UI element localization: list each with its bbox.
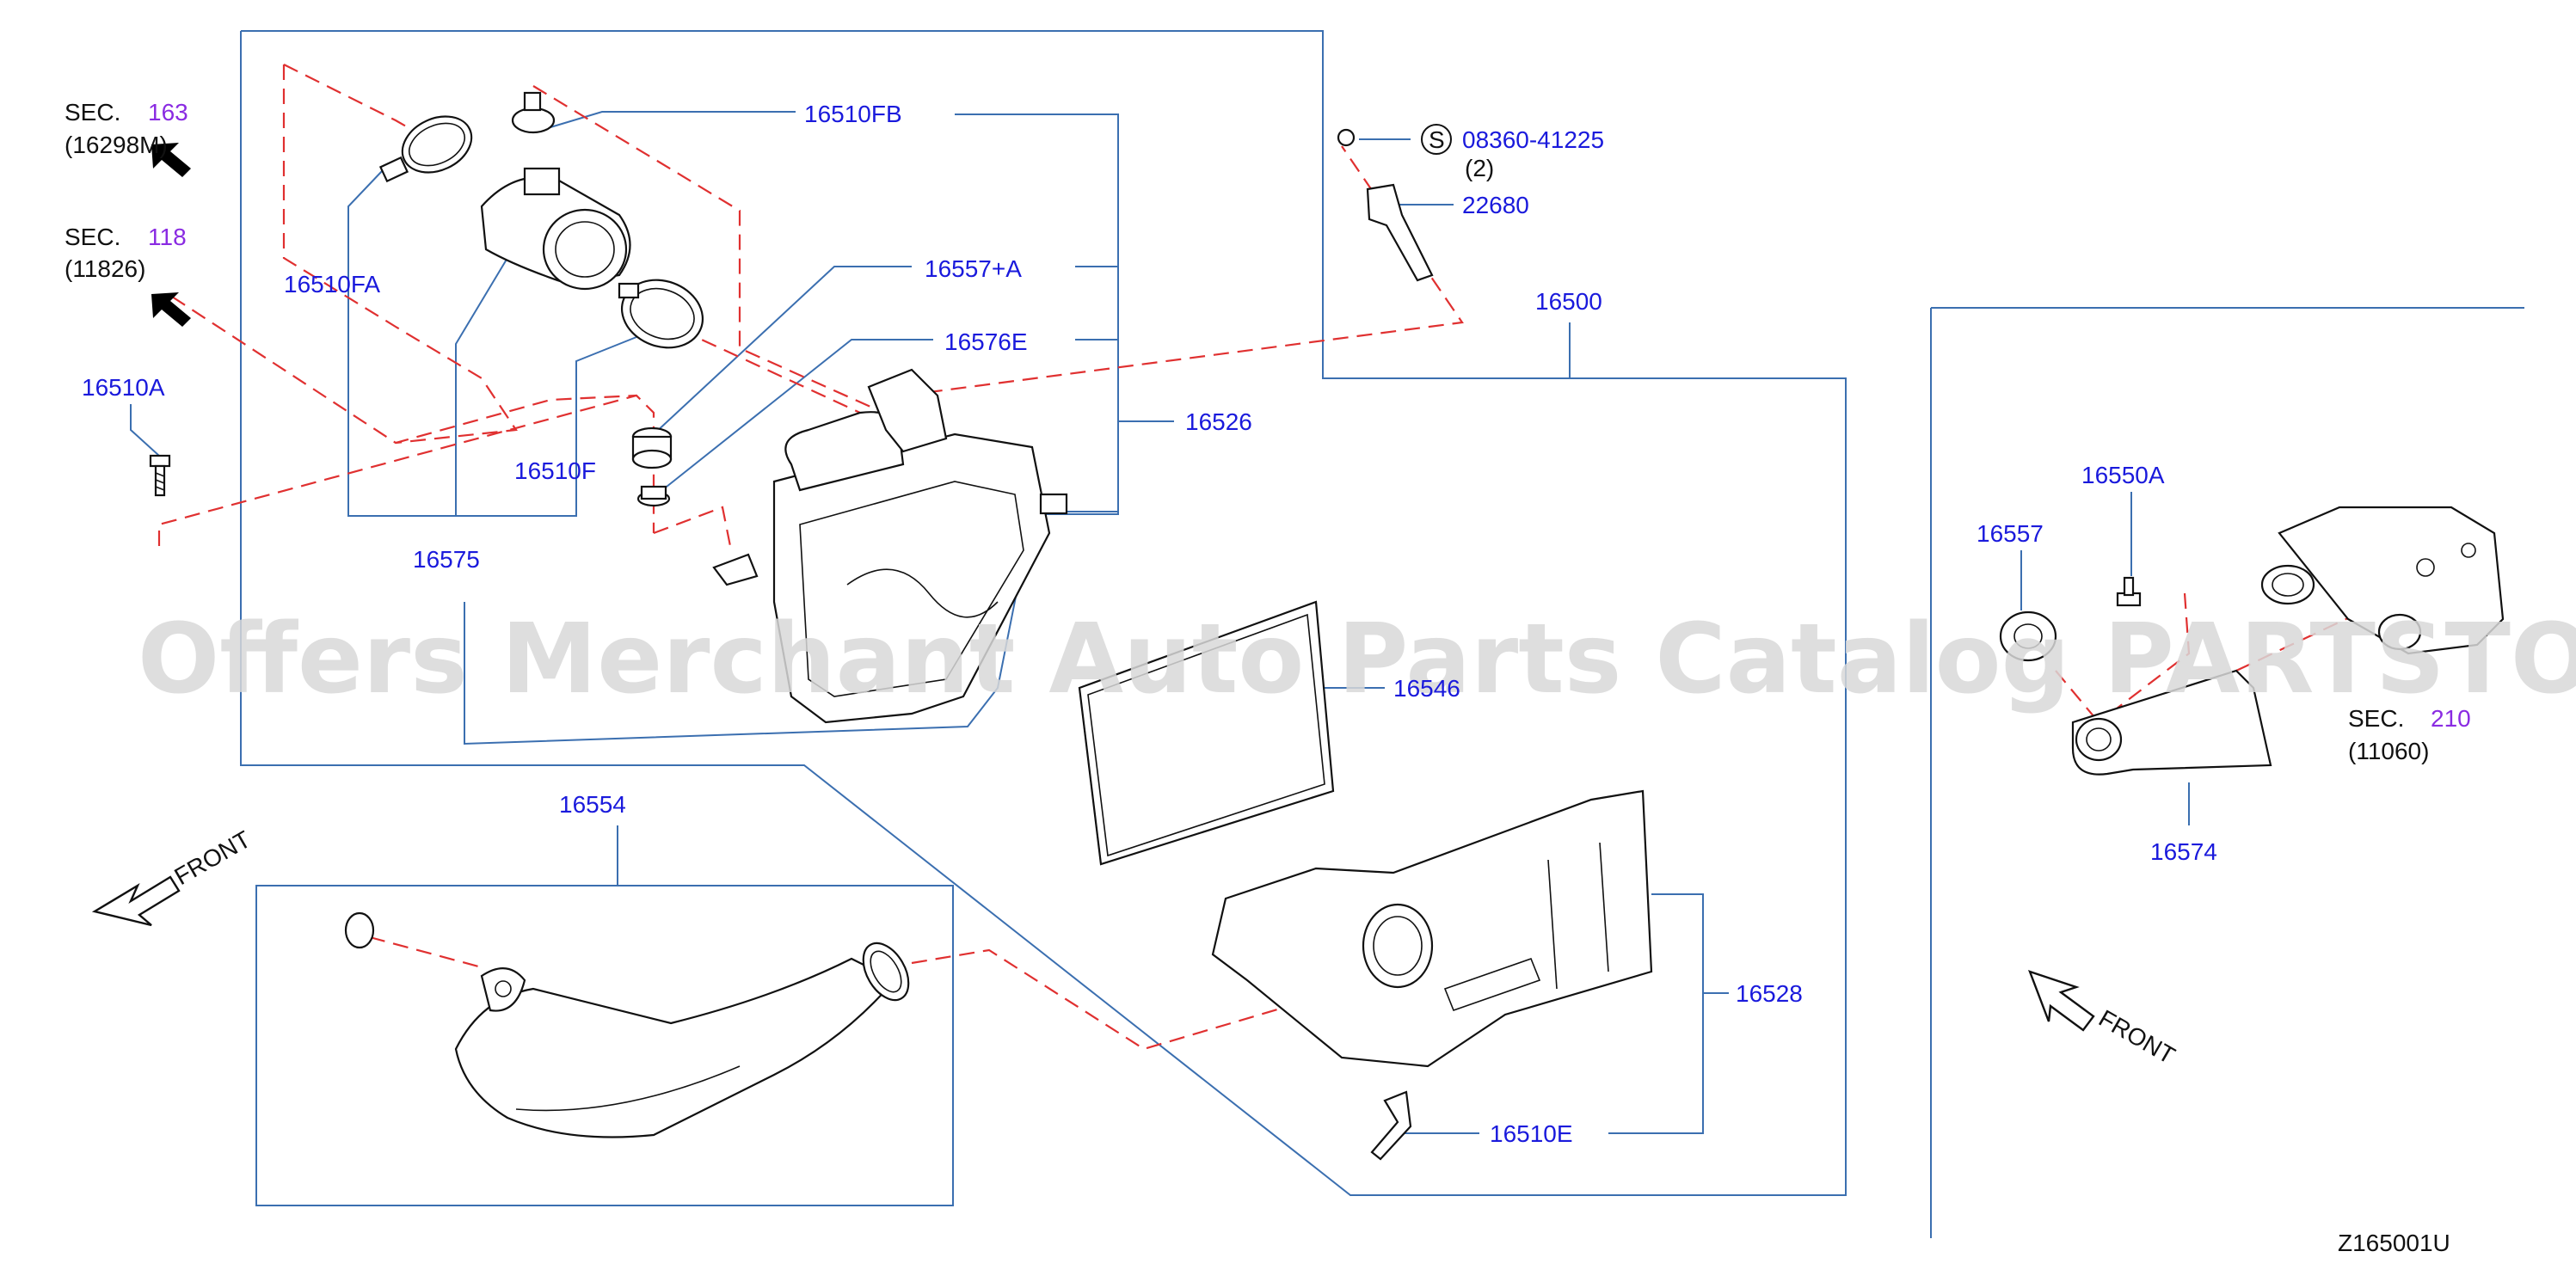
- label-16510A: 16510A: [82, 374, 165, 401]
- duct-16554-shape: [344, 911, 910, 1138]
- centerline-j: [369, 936, 483, 969]
- label-16510FB: 16510FB: [804, 101, 902, 127]
- front-arrow-right: [2027, 970, 2095, 1032]
- bolt-16510A-shape: [149, 454, 171, 497]
- assembly-frame-upper: [240, 30, 1847, 1196]
- figure-code: Z165001U: [2338, 1230, 2450, 1256]
- sec210-prefix: SEC.: [2348, 705, 2404, 732]
- grommet-16557A-shape: [631, 426, 673, 469]
- sec210-code: (11060): [2348, 738, 2429, 764]
- centerline-i: [911, 948, 1377, 1051]
- sec163-code: (16298M): [65, 132, 168, 158]
- label-16510FA: 16510FA: [284, 271, 380, 298]
- leader-16510FB: [550, 111, 796, 128]
- nut-16557-shape: [1999, 610, 2057, 662]
- centerline-f: [653, 506, 733, 551]
- housing-sec210-shape: [2260, 506, 2505, 655]
- clip-16510E-shape: [1370, 1090, 1412, 1161]
- leader-16528: [1608, 893, 1704, 1134]
- sec163-number: 163: [148, 99, 188, 126]
- label-16500: 16500: [1535, 288, 1602, 315]
- s-symbol-icon: S: [1421, 124, 1452, 155]
- sensor-22680-shape: [1337, 128, 1434, 282]
- sec118-prefix: SEC.: [65, 224, 120, 250]
- sec163-prefix: SEC.: [65, 99, 120, 126]
- label-16510E: 16510E: [1490, 1120, 1573, 1147]
- sec118-number: 118: [148, 224, 187, 250]
- leader-16510FA: [347, 169, 577, 517]
- s-symbol-letter: S: [1429, 126, 1445, 153]
- front-label-right: FRONT: [2094, 1004, 2179, 1069]
- arrow-sec118: [151, 292, 191, 327]
- air-cleaner-lower-16528-shape: [1211, 789, 1653, 1068]
- label-16574: 16574: [2150, 838, 2217, 865]
- label-16546: 16546: [1393, 675, 1460, 702]
- label-16550A: 16550A: [2081, 462, 2165, 488]
- centerline-m: [2055, 670, 2100, 723]
- grommet-16576E-shape: [636, 485, 671, 507]
- arrow-sec163: [151, 143, 191, 177]
- bracket-16574-shape: [2071, 669, 2272, 776]
- label-08360-41225: 08360-41225: [1462, 126, 1604, 153]
- centerline-d: [532, 85, 904, 423]
- label-08360-qty: (2): [1465, 155, 1494, 181]
- leader-16557A: [653, 266, 912, 435]
- label-22680: 22680: [1462, 192, 1529, 218]
- leader-16510FB-box: [464, 113, 1119, 745]
- air-cleaner-upper-16526-shape: [712, 368, 1068, 724]
- label-16528: 16528: [1736, 980, 1803, 1007]
- hose-clamp-16510F-shape: [618, 279, 704, 349]
- leader-16510A: [130, 404, 160, 457]
- label-16575: 16575: [413, 546, 480, 573]
- leader-16510F: [575, 336, 637, 460]
- watermark-text: Offers Merchant Auto Parts Catalog PARTS…: [138, 604, 2576, 715]
- label-16526: 16526: [1185, 408, 1252, 435]
- air-filter-element-16546-shape: [1078, 600, 1335, 866]
- sec210-number: 210: [2431, 705, 2471, 732]
- centerline-a: [282, 64, 518, 445]
- label-16557A: 16557+A: [925, 255, 1022, 282]
- label-16576E: 16576E: [944, 328, 1028, 355]
- label-16554: 16554: [559, 791, 626, 818]
- duct-frame: [255, 885, 954, 1206]
- hose-clamp-16510FB-shape: [511, 91, 556, 134]
- hose-clamp-16510FA-shape: [378, 115, 473, 183]
- centerline-c: [171, 296, 637, 445]
- sec118-code: (11826): [65, 255, 145, 282]
- leader-16575: [455, 257, 508, 516]
- leader-16576E: [661, 339, 933, 491]
- centerline-k: [2098, 592, 2191, 723]
- front-label-left: FRONT: [170, 825, 255, 890]
- label-16510F: 16510F: [514, 457, 596, 484]
- label-16557: 16557: [1977, 520, 2044, 547]
- air-tube-16575-shape: [480, 167, 631, 291]
- bolt-16550A-shape: [2116, 576, 2142, 607]
- front-arrow-left: [91, 875, 181, 927]
